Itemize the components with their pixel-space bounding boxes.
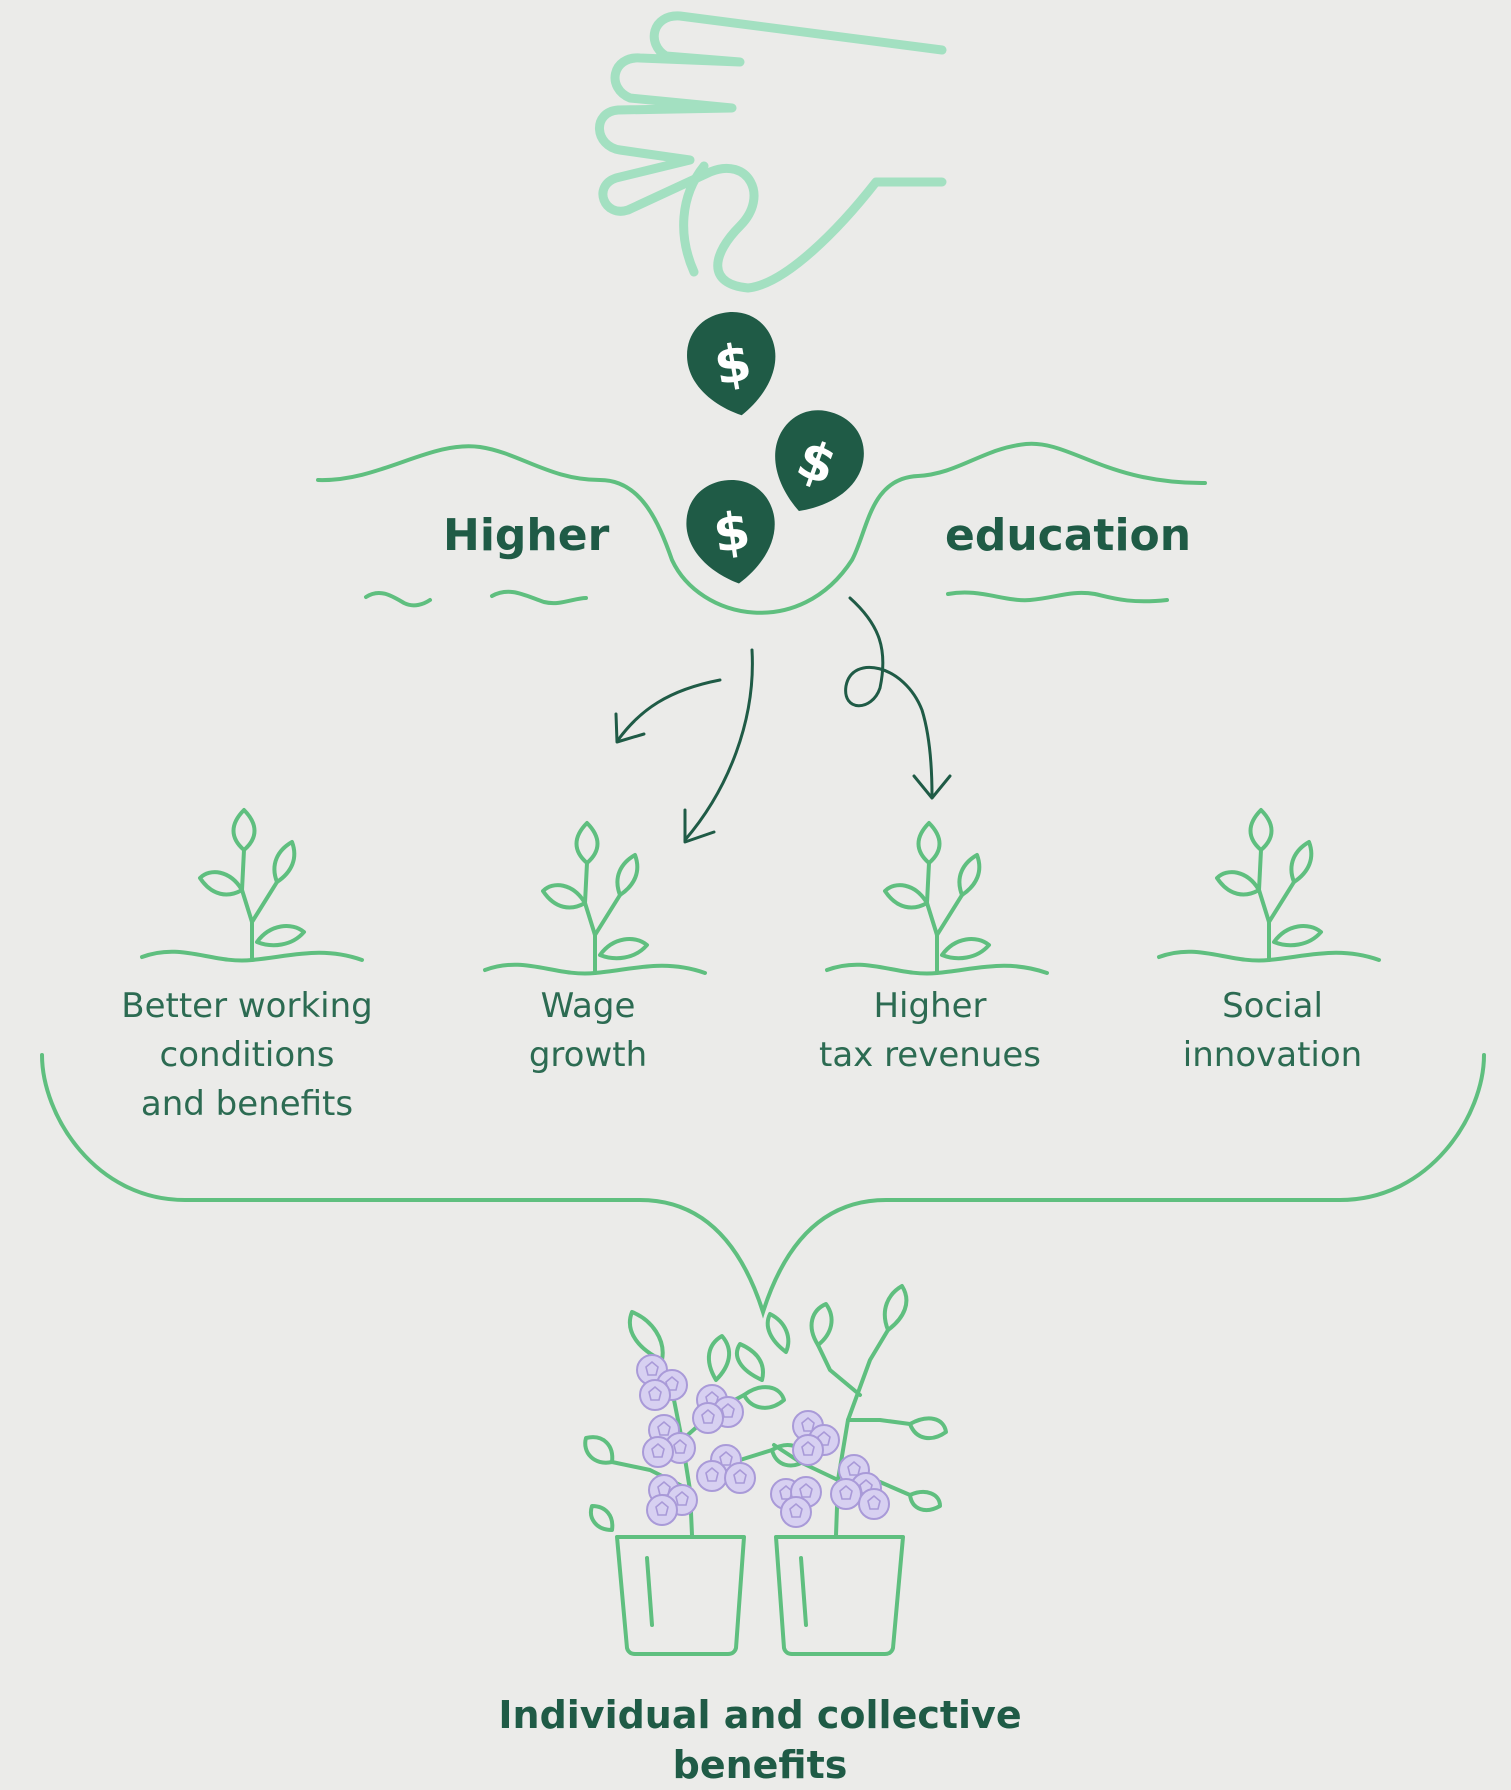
- hand-icon: [595, 11, 947, 293]
- soil-line: [316, 441, 1207, 615]
- sprout-icon: [1157, 808, 1381, 963]
- result-label: Individual and collective benefits: [498, 1693, 1022, 1787]
- arrow-icon: [683, 648, 754, 844]
- sprout-icon: [483, 821, 707, 976]
- title-higher: Higher: [443, 510, 610, 561]
- brace: [40, 1053, 1486, 1319]
- outcome-wage-growth: Wage growth: [528, 986, 648, 1075]
- outcome-better-working-conditions: Better working conditions and benefits: [121, 986, 373, 1124]
- outcome-social-innovation: Social innovation: [1182, 986, 1363, 1075]
- arrow-icon: [844, 596, 952, 800]
- outcome-higher-tax-revenues: Higher tax revenues: [818, 986, 1041, 1075]
- sprout-icon: [140, 808, 364, 963]
- flower-pot-icon: [583, 1284, 948, 1656]
- coin-icon: [680, 305, 786, 423]
- sprout-icon: [825, 821, 1049, 976]
- arrow-icon: [614, 678, 722, 744]
- coin-icon: [757, 398, 876, 527]
- title-education: education: [945, 510, 1192, 561]
- coin-icon: [680, 474, 783, 590]
